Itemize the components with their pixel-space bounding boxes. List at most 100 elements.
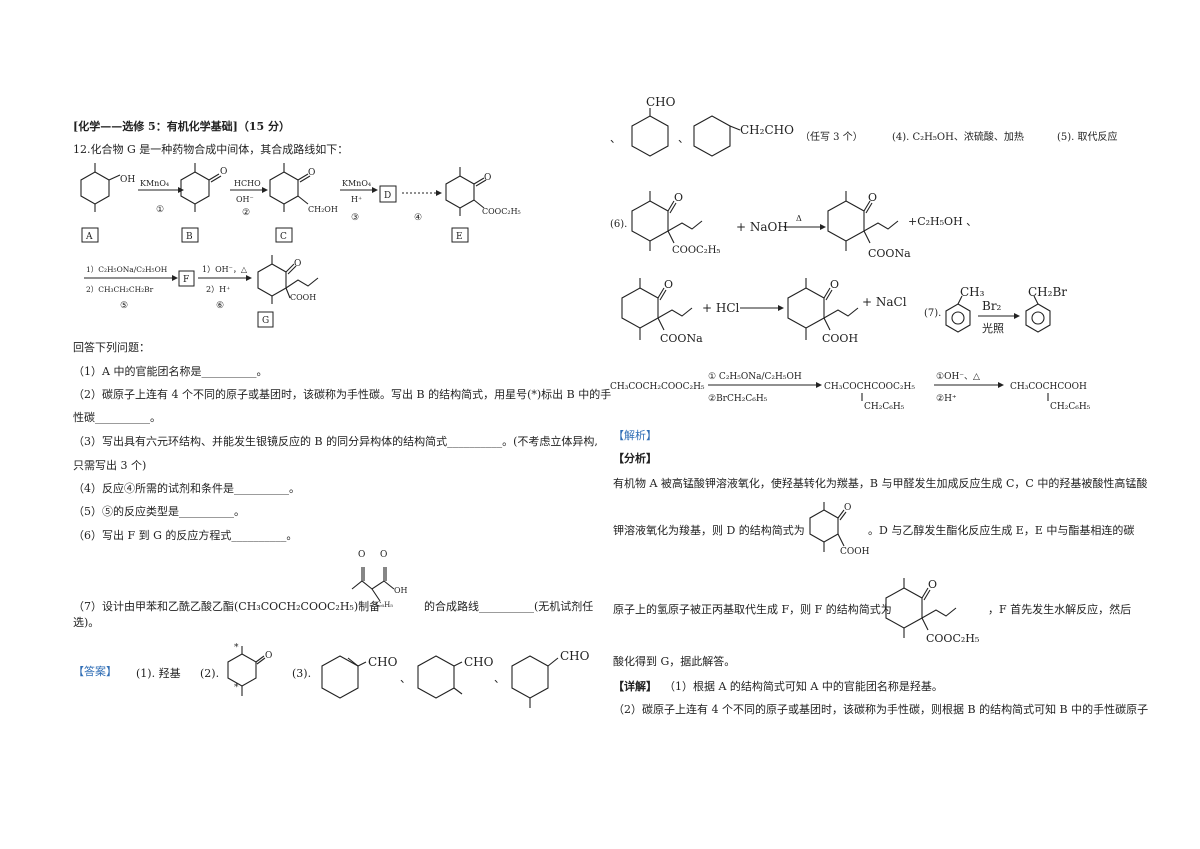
step-3: ③	[351, 213, 359, 223]
structure-G: O COOH	[257, 255, 319, 304]
svg-text:O: O	[830, 278, 839, 291]
carbonyl-o: O	[308, 168, 315, 178]
analysis-4: 酸化得到 G，据此解答。	[613, 655, 736, 668]
syn-s1: CH₃COCHCOOC₂H₅	[824, 382, 915, 392]
ester-label: COOC₂H₅	[926, 632, 979, 645]
plus-nacl: + NaCl	[862, 295, 907, 309]
step-2: ②	[242, 208, 250, 218]
ch2oh-label: CH₂OH	[308, 205, 338, 214]
label-A: A	[85, 232, 93, 242]
question-3-cont: 只需写出 3 个)	[73, 459, 147, 472]
answer-4: (4). C₂H₅OH、浓硫酸、加热	[892, 130, 1024, 143]
syn-s1sub: CH₂C₆H₅	[864, 402, 905, 412]
label-box-F	[178, 270, 195, 287]
reagent-2b: OH⁻	[236, 195, 254, 204]
step-4: ④	[414, 213, 422, 223]
question-2-cont: 性碳__________。	[73, 411, 161, 424]
label-box-E	[451, 227, 469, 243]
label-D: D	[384, 191, 391, 201]
answer-tag: 【答案】	[73, 665, 117, 678]
jiexi-tag: 【解析】	[613, 429, 657, 442]
isomer-note: （任写 3 个）	[800, 130, 863, 143]
question-7: （7）设计由甲苯和乙酰乙酸乙酯(CH₃COCH₂COOC₂H₅)制备	[73, 600, 381, 613]
ch3-label: CH₃	[960, 285, 985, 299]
structure-C: O CH₂OH	[269, 163, 338, 214]
syn-s2sub: CH₂C₆H₅	[1050, 402, 1091, 412]
br2-label: Br₂	[982, 299, 1002, 313]
svg-text:O: O	[844, 503, 851, 513]
label-box-C	[275, 227, 293, 243]
label-F: F	[183, 275, 189, 285]
route-row-1: OH A KMnO₄ ① O B HCHO OH⁻ ② O CH₂OH C KM…	[80, 163, 521, 243]
question-7-cont: 的合成路线__________(无机试剂任	[424, 600, 594, 613]
structure-F: O COOC₂H₅	[885, 578, 979, 645]
answer-3-isomers: CHO 、 CHO 、 CHO	[321, 649, 590, 708]
hcl-equation: O COONa + HCl O COOH + NaCl (7). CH₃ Br₂…	[621, 278, 1067, 345]
q7-sub: C₆H₅	[376, 601, 393, 609]
question-2: （2）碳原子上连有 4 个不同的原子或基团时，该碳称为手性碳。写出 B 的结构简…	[73, 388, 612, 401]
reagent-3a: KMnO₄	[342, 179, 371, 188]
question-7-end: 选)。	[73, 616, 100, 629]
syn-c2b: ②H⁺	[936, 394, 957, 404]
coona-label: COONa	[868, 247, 911, 260]
svg-text:O: O	[664, 278, 673, 291]
detail-1: （1）根据 A 的结构简式可知 A 中的官能团名称是羟基。	[664, 680, 943, 693]
question-4: （4）反应④所需的试剂和条件是__________。	[73, 482, 300, 495]
analysis-2a: 钾溶液氧化为羧基，则 D 的结构简式为	[613, 524, 805, 537]
ch2cho: CH₂CHO	[740, 123, 794, 137]
plus-hcl: + HCl	[702, 301, 740, 315]
answer-2: (2).	[200, 667, 220, 680]
question-1: （1）A 中的官能团名称是__________。	[73, 365, 268, 378]
star-1: *	[234, 643, 239, 653]
ester-label: COOC₂H₅	[672, 245, 720, 256]
syn-s2: CH₃COCHCOOH	[1010, 382, 1087, 392]
carbonyl-o: O	[220, 167, 227, 177]
oh-label: OH	[120, 175, 135, 185]
cho-2: CHO	[464, 655, 494, 669]
svg-text:O: O	[380, 550, 387, 560]
step-5: ⑤	[120, 301, 128, 311]
delta: Δ	[796, 214, 802, 223]
label-box-D	[379, 185, 397, 203]
analysis-3b: ，F 首先发生水解反应，然后	[988, 603, 1132, 616]
syn-c1a: ① C₂H₅ONa/C₂H₅OH	[708, 372, 802, 382]
route-row-2: 1）C₂H₅ONa/C₂H₅OH 2）CH₃CH₂CH₂Br ⑤ F 1）OH⁻…	[84, 255, 319, 328]
answer-3: (3).	[292, 667, 312, 680]
structure-D: O COOH	[809, 502, 870, 557]
syn-c1b: ②BrCH₂C₆H₅	[708, 394, 768, 404]
label-box-A	[81, 227, 99, 243]
analysis-1: 有机物 A 被高锰酸钾溶液氧化，使羟基转化为羰基，B 与甲醛发生加成反应生成 C…	[613, 477, 1148, 490]
plus-naoh: + NaOH	[736, 220, 788, 234]
answer-7: (7).	[924, 308, 941, 319]
ch2br-label: CH₂Br	[1028, 285, 1067, 299]
coona-label: COONa	[660, 332, 703, 345]
label-box-G	[257, 311, 274, 328]
carbonyl-o: O	[265, 651, 272, 661]
question-6: （6）写出 F 到 G 的反应方程式__________。	[73, 529, 298, 542]
carbonyl-o: O	[484, 173, 491, 183]
detail-2: （2）碳原子上连有 4 个不同的原子或基团时，该碳称为手性碳，则根据 B 的结构…	[613, 703, 1149, 716]
reagent-1: KMnO₄	[140, 179, 169, 188]
syn-c2a: ①OH⁻、△	[936, 372, 980, 382]
label-B: B	[186, 232, 193, 242]
syn-s0: CH₃COCH₂COOC₂H₅	[610, 382, 705, 392]
svg-text:O: O	[928, 578, 937, 591]
cooh-label: COOH	[840, 547, 870, 557]
answer-prompt: 回答下列问题：	[73, 341, 150, 354]
cho-1: CHO	[368, 655, 398, 669]
reagent-3b: H⁺	[351, 195, 362, 204]
answer-1: (1). 羟基	[136, 667, 181, 680]
step-1: ①	[156, 205, 164, 215]
label-G: G	[262, 316, 269, 326]
reagent-6b: 2）H⁺	[206, 285, 230, 294]
label-box-B	[181, 227, 199, 243]
carbonyl-o: O	[294, 259, 301, 269]
label-E: E	[456, 232, 463, 242]
structure-B: O	[180, 163, 227, 212]
structure-E: O COOC₂H₅	[445, 167, 521, 216]
sep-2: 、	[494, 672, 505, 685]
ester-label: COOC₂H₅	[482, 207, 521, 216]
q7-target-structure: O O OH C₆H₅	[351, 550, 408, 609]
reagent-5b: 2）CH₃CH₂CH₂Br	[86, 285, 154, 294]
synthesis-line: CH₃COCH₂COOC₂H₅ ① C₂H₅ONa/C₂H₅OH ②BrCH₂C…	[610, 372, 1091, 412]
